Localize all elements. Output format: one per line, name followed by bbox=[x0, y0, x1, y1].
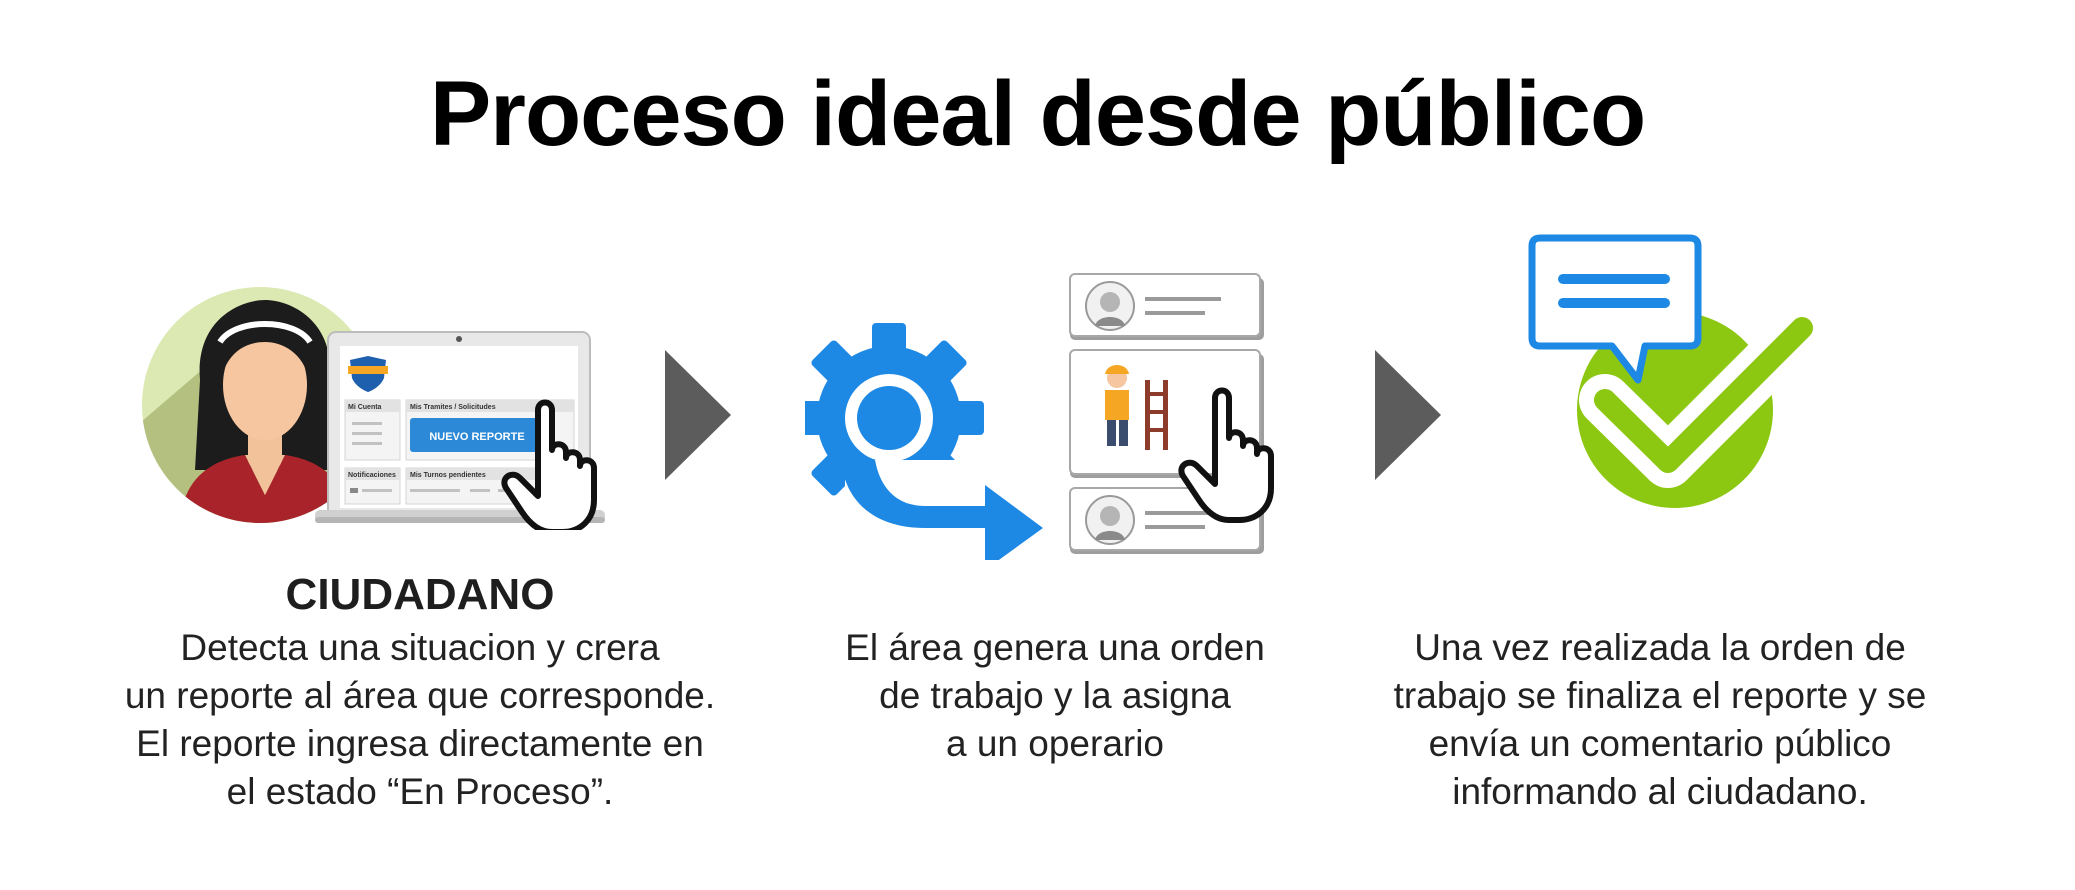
page-title: Proceso ideal desde público bbox=[429, 63, 1646, 165]
step3-description: Una vez realizada la orden de trabajo se… bbox=[1350, 624, 1970, 816]
step1-description: Detecta una situacion y crera un reporte… bbox=[70, 624, 770, 816]
worker-card-1 bbox=[1069, 273, 1264, 340]
nuevo-reporte-button[interactable] bbox=[410, 418, 544, 452]
screen-account-label: Mi Cuenta bbox=[348, 404, 382, 411]
step3-line: envía un comentario público bbox=[1428, 723, 1892, 764]
pointer-hand-icon bbox=[1178, 387, 1274, 523]
step2-description: El área genera una orden de trabajo y la… bbox=[755, 624, 1355, 768]
step3-line: informando al ciudadano. bbox=[1452, 771, 1868, 812]
step2-line: de trabajo y la asigna bbox=[879, 675, 1231, 716]
screen-notifications-label: Notificaciones bbox=[348, 472, 396, 479]
screen-tramites-label: Mis Tramites / Solicitudes bbox=[410, 404, 496, 411]
step3-line: Una vez realizada la orden de bbox=[1414, 627, 1906, 668]
step-arrow-1 bbox=[665, 350, 731, 480]
citizen-illustration: Mi Cuenta Mis Tramites / Solicitudes NUE… bbox=[142, 287, 605, 530]
step2-line: El área genera una orden bbox=[845, 627, 1265, 668]
step2-line: a un operario bbox=[945, 723, 1165, 764]
work-order-illustration bbox=[805, 273, 1274, 560]
step1-line: un reporte al área que corresponde. bbox=[124, 675, 716, 716]
citizen-heading: CIUDADANO bbox=[285, 570, 555, 619]
step1-line: el estado “En Proceso”. bbox=[226, 771, 614, 812]
comment-bubble-icon bbox=[1528, 234, 1702, 384]
step-arrow-2 bbox=[1375, 350, 1441, 480]
step1-line: Detecta una situacion y crera bbox=[180, 627, 660, 668]
nuevo-reporte-label: NUEVO REPORTE bbox=[429, 431, 524, 443]
laptop: Mi Cuenta Mis Tramites / Solicitudes NUE… bbox=[315, 331, 605, 523]
completion-illustration bbox=[1528, 234, 1828, 508]
pointer-hand-icon bbox=[501, 399, 597, 530]
step3-line: trabajo se finaliza el reporte y se bbox=[1393, 675, 1927, 716]
process-arrow-icon bbox=[841, 460, 1043, 560]
screen-turnos-label: Mis Turnos pendientes bbox=[410, 472, 486, 479]
step1-line: El reporte ingresa directamente en bbox=[136, 723, 704, 764]
citizen-avatar bbox=[142, 287, 378, 523]
